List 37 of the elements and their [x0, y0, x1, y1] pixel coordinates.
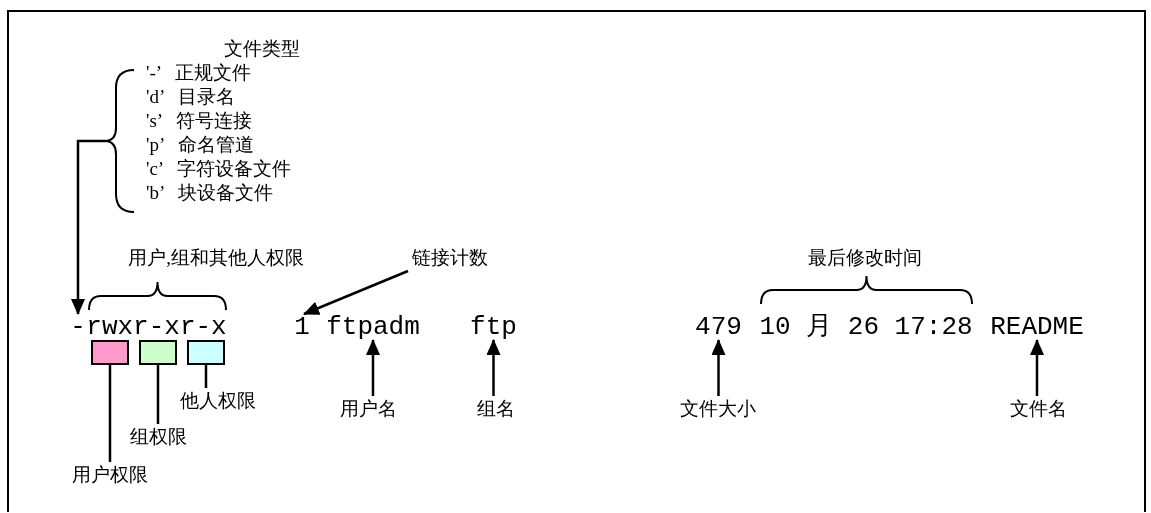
list-item: 'd’ 目录名	[146, 86, 236, 108]
file-size: 479	[695, 314, 742, 340]
callout-label: 文件名	[1000, 396, 1076, 422]
list-heading: 文件类型	[224, 38, 300, 60]
permission-box	[139, 340, 177, 365]
callout-label: 链接计数	[400, 245, 500, 271]
callout-label: 组权限	[120, 424, 196, 450]
list-item: '-’ 正规文件	[146, 62, 251, 84]
arrow	[1030, 339, 1044, 396]
callout-label: 他人权限	[168, 388, 268, 414]
arrow	[71, 139, 106, 315]
arrow	[366, 339, 380, 396]
leader-line	[156, 365, 160, 424]
link-count: 1	[294, 314, 310, 340]
callout-label: 文件大小	[668, 396, 768, 422]
permission-box	[187, 340, 225, 365]
callout-label: 用户名	[330, 396, 406, 422]
callout-label: 组名	[470, 396, 522, 422]
list-item: 's’ 符号连接	[146, 110, 252, 132]
list-item: 'b’ 块设备文件	[146, 182, 274, 204]
leader-line	[108, 365, 112, 462]
callout-label: 用户权限	[60, 462, 160, 488]
modification-time: 10 月 26 17:28	[756, 314, 976, 340]
permission-string: rwxr-xr-x	[86, 314, 227, 340]
arrow	[711, 339, 726, 396]
owner-name: ftpadm	[326, 314, 420, 340]
file-type-char: -	[70, 314, 86, 340]
leader-line	[204, 365, 208, 388]
arrow	[486, 339, 501, 396]
file-name: README	[990, 314, 1084, 340]
list-item: 'c’ 字符设备文件	[146, 158, 292, 180]
group-name: ftp	[470, 314, 517, 340]
brace-label: 用户,组和其他人权限	[127, 246, 305, 270]
permission-box	[91, 340, 129, 365]
brace-label: 最后修改时间	[807, 246, 923, 270]
arrow	[303, 269, 409, 316]
list-item: 'p’ 命名管道	[146, 134, 255, 156]
